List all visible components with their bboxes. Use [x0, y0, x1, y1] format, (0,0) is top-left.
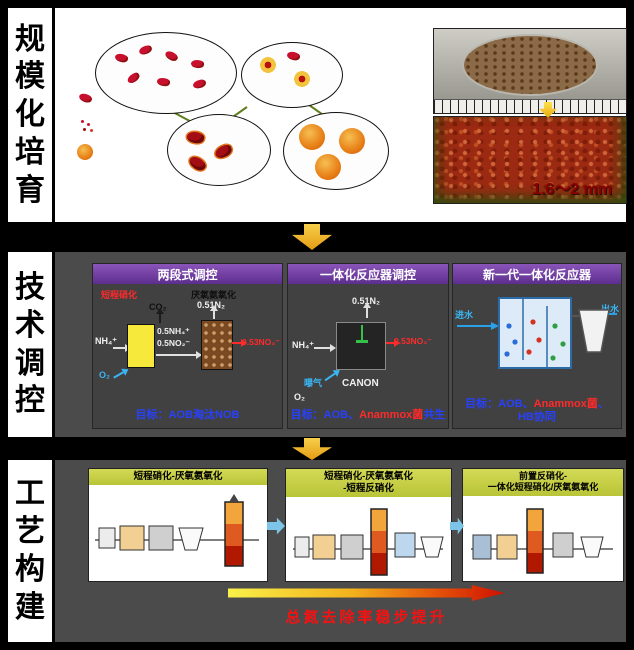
flow-diagram	[95, 493, 259, 567]
section-process: 工艺构建 短程硝化-厌氧氨氧化	[8, 460, 626, 642]
photo-petri-dish	[433, 28, 627, 114]
cultivation-sidebar: 规模化培育	[8, 8, 55, 222]
regulation-sidebar: 技术调控	[8, 252, 55, 437]
n2-label: 0.51N₂	[352, 296, 381, 306]
inflow-label: 进水	[455, 310, 474, 320]
goal-two-stage: 目标：AOB淘汰NOB	[135, 409, 240, 422]
canon-label: CANON	[342, 378, 379, 389]
granule-icon	[315, 154, 341, 180]
granule-icon	[299, 124, 325, 150]
half-no2-label: 0.5NO₂⁻	[157, 338, 190, 348]
micro-colony-icon	[81, 120, 84, 123]
petri-dish-1	[95, 32, 237, 114]
new-reactor-diagram	[457, 297, 617, 369]
flower-organism-icon	[293, 70, 311, 88]
n2-arrow-icon	[363, 302, 371, 318]
process-card-1-title: 短程硝化-厌氧氨氧化	[89, 469, 267, 485]
goal-part: Anammox菌	[533, 397, 598, 410]
subpanel-two-stage: 两段式调控 短程硝化 厌氧氨氧化 CO₂ NH₄⁺ O₂ 0.5NH₄⁺ 0.5…	[92, 263, 283, 429]
section-regulation: 技术调控 两段式调控 短程硝化 厌氧氨氧化 CO₂ NH₄⁺ O₂ 0.5NH₄…	[8, 252, 626, 437]
goal-part: 、	[597, 397, 609, 410]
stage1-label: 短程硝化	[101, 290, 138, 300]
process-card-1: 短程硝化-厌氧氨氧化	[88, 468, 268, 582]
regulation-sidebar-label: 技术调控	[15, 270, 45, 418]
subpanel-two-stage-body: 短程硝化 厌氧氨氧化 CO₂ NH₄⁺ O₂ 0.5NH₄⁺ 0.5NO₂⁻ 0…	[93, 284, 282, 428]
subpanel-new-generation-title: 新一代一体化反应器	[453, 264, 621, 284]
down-arrow-icon	[292, 224, 332, 250]
section-cultivation: 规模化培育	[8, 8, 627, 222]
goal-part: 共生	[423, 409, 446, 422]
goal-part: 目标：AOB、	[465, 397, 534, 410]
process-card-2-title: 短程硝化-厌氧氨氧化-短程反硝化	[286, 469, 451, 497]
seed-organism-icon	[77, 91, 94, 105]
nh4-label: NH₄⁺	[292, 340, 315, 350]
granule-icon	[339, 128, 365, 154]
goal-part: Anammox菌	[359, 409, 424, 422]
stirrer-icon	[361, 325, 363, 341]
n2-arrow-icon	[210, 305, 218, 319]
no3-arrow-icon	[232, 339, 247, 347]
aeration-arrow-icon	[324, 372, 336, 382]
improvement-caption: 总氮去除率稳步提升	[285, 609, 448, 626]
goal-integrated: 目标：AOB、Anammox菌共生	[288, 409, 448, 423]
nh4-arrow-icon	[113, 344, 131, 352]
subpanel-integrated-title: 一体化反应器调控	[288, 264, 448, 284]
goal-new-generation: 目标：AOB、Anammox菌、 HB协同	[453, 398, 621, 426]
petri-dish-4	[283, 112, 389, 190]
photo-dish-biomass	[462, 34, 598, 96]
no3-label: 0.53NO₃⁻	[242, 337, 280, 347]
nh4-arrow-icon	[314, 344, 336, 352]
granule-size-label: 1.6～2 mm	[531, 181, 612, 198]
aeration-label: 曝气	[304, 378, 323, 388]
process-card-1-diagram	[89, 484, 267, 581]
process-card-3-title: 前置反硝化-一体化短程硝化/厌氧氨氧化	[463, 469, 623, 496]
o2-arrow-icon	[113, 371, 124, 379]
process-sidebar-label: 工艺构建	[15, 477, 45, 624]
process-sidebar: 工艺构建	[8, 460, 55, 642]
subpanel-new-generation: 新一代一体化反应器 进水 出水	[452, 263, 622, 429]
title-line: 短程硝化-厌氧氨氧化	[324, 471, 413, 482]
o2-label: O₂	[294, 392, 305, 402]
cultivation-content: 1.6～2 mm	[55, 8, 627, 222]
seed-granule-icon	[77, 144, 93, 160]
regulation-content: 两段式调控 短程硝化 厌氧氨氧化 CO₂ NH₄⁺ O₂ 0.5NH₄⁺ 0.5…	[55, 252, 626, 437]
anammox-reactor	[201, 320, 233, 370]
process-card-2: 短程硝化-厌氧氨氧化-短程反硝化	[285, 468, 452, 582]
stage-arrow-icon	[156, 351, 202, 359]
process-card-3-diagram	[463, 495, 623, 581]
subpanel-integrated: 一体化反应器调控 0.51N₂ NH₄⁺ 0.53NO₃⁻ 曝气 O₂ CAN	[287, 263, 449, 429]
flow-diagram	[471, 508, 613, 574]
title-line: 一体化短程硝化/厌氧氨氧化	[487, 482, 599, 493]
flower-organism-icon	[259, 56, 277, 74]
goal-part: 目标：AOB、	[290, 409, 360, 422]
canon-reactor	[336, 322, 386, 370]
cultivation-sidebar-label: 规模化培育	[15, 22, 45, 207]
o2-label: O₂	[99, 370, 110, 380]
process-content: 短程硝化-厌氧氨氧化	[55, 460, 626, 642]
process-card-2-diagram	[286, 496, 451, 581]
down-arrow-icon	[292, 438, 332, 460]
half-nh4-label: 0.5NH₄⁺	[157, 326, 190, 336]
flow-diagram	[292, 508, 444, 576]
flow-arrow-icon	[267, 517, 285, 535]
process-card-3: 前置反硝化-一体化短程硝化/厌氧氨氧化	[462, 468, 624, 582]
stirrer-paddle-icon	[356, 340, 368, 343]
co2-arrow-icon	[156, 308, 164, 323]
no3-arrow-icon	[386, 339, 400, 347]
title-line: 前置反硝化-	[519, 471, 567, 481]
outflow-label: 出水	[600, 304, 619, 314]
nitritation-reactor	[127, 324, 155, 368]
subpanel-two-stage-title: 两段式调控	[93, 264, 282, 284]
subpanel-new-generation-body: 进水 出水	[453, 284, 621, 428]
title-line: -短程反硝化	[343, 482, 394, 494]
no3-label: 0.53NO₃⁻	[394, 336, 432, 346]
subpanel-integrated-body: 0.51N₂ NH₄⁺ 0.53NO₃⁻ 曝气 O₂ CANON 目标：AOB、…	[288, 284, 448, 428]
nh4-label: NH₄⁺	[95, 336, 118, 346]
ruler	[434, 99, 626, 113]
gradient-arrow-icon	[228, 585, 505, 601]
photo-granules: 1.6～2 mm	[433, 116, 627, 204]
co2-label: CO₂	[149, 302, 167, 312]
stage2-label: 厌氧氨氧化	[191, 290, 237, 300]
goal-part: HB协同	[518, 411, 556, 424]
